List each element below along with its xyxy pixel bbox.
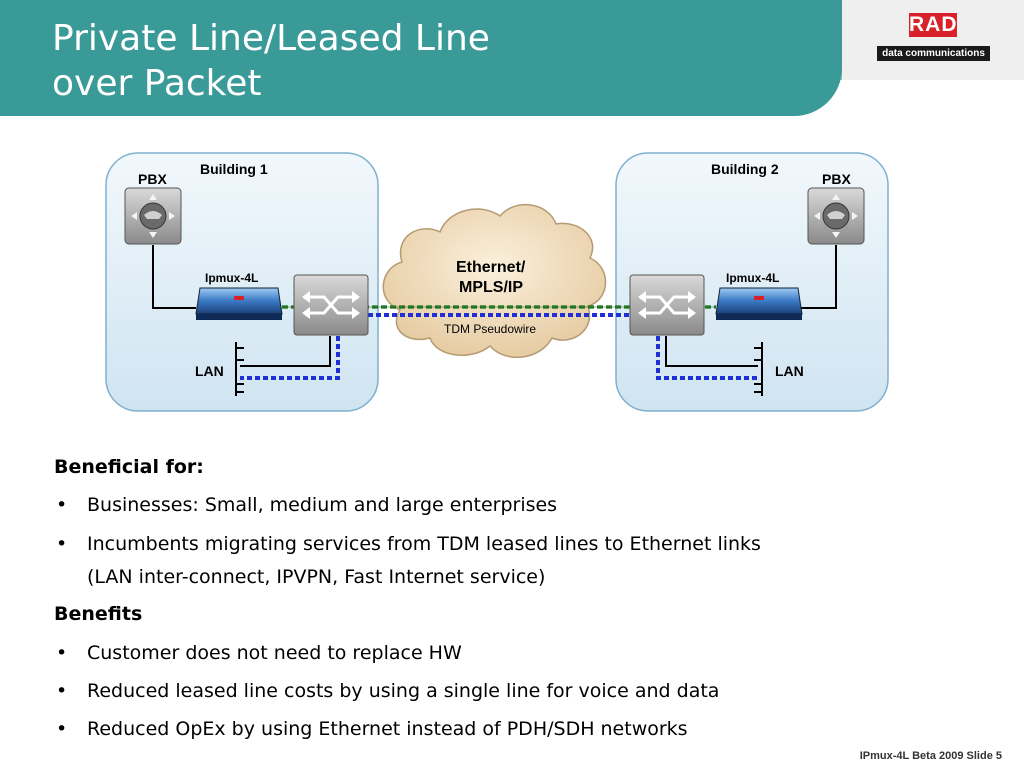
logo-subtitle: data communications [877,46,990,61]
lan-link-left-black [240,336,331,367]
rad-logo: RAD [909,13,958,37]
bullet-marker: • [56,680,68,702]
switch-left-icon [293,274,369,336]
pbx-right-icon [807,187,865,245]
pbx-link-right [800,245,837,309]
pbx-link-left [152,245,196,309]
ipmux-right-icon [715,287,803,320]
bullet-no-hw-replace: Customer does not need to replace HW [87,642,462,664]
title-band: Private Line/Leased Line over Packet [0,0,842,116]
bullet-incumbents: Incumbents migrating services from TDM l… [87,533,761,555]
bullet-marker: • [56,494,68,516]
bullet-reduced-costs: Reduced leased line costs by using a sin… [87,680,720,702]
pbx-left-icon [124,187,182,245]
slide-footer: IPmux-4L Beta 2009 Slide 5 [859,750,1002,762]
bullet-incumbents-continued: (LAN inter-connect, IPVPN, Fast Internet… [87,566,546,588]
cloud-label-line1: Ethernet/ [456,259,526,276]
network-cloud [382,203,607,359]
lan-bus-right [754,342,763,396]
pbx-left-label: PBX [138,171,167,187]
ipmux-right-label: Ipmux-4L [726,271,780,285]
lan-link-right-blue [656,336,758,380]
switch-right-icon [629,274,705,336]
cloud-label-line2: MPLS/IP [459,279,524,296]
lan-right-label: LAN [775,363,804,379]
ipmux-left-icon [195,287,283,320]
bullet-marker: • [56,718,68,740]
lan-link-left-blue [240,336,340,380]
bullet-businesses: Businesses: Small, medium and large ente… [87,494,558,516]
bullet-reduced-opex: Reduced OpEx by using Ethernet instead o… [87,718,688,740]
pbx-right-label: PBX [822,171,851,187]
slide-title-line2: over Packet [52,63,262,104]
bullet-marker: • [56,642,68,664]
lan-link-right-black [665,336,758,367]
pseudowire-label: TDM Pseudowire [444,322,537,336]
building-2-label: Building 2 [711,161,779,177]
heading-beneficial-for: Beneficial for: [54,456,204,478]
slide-title-line1: Private Line/Leased Line [52,18,490,59]
lan-left-label: LAN [195,363,224,379]
network-diagram [105,152,889,412]
ipmux-left-label: Ipmux-4L [205,271,259,285]
lan-bus-left [235,342,244,396]
bullet-marker: • [56,533,68,555]
logo-panel [842,0,1024,80]
heading-benefits: Benefits [54,603,143,625]
building-1-label: Building 1 [200,161,268,177]
